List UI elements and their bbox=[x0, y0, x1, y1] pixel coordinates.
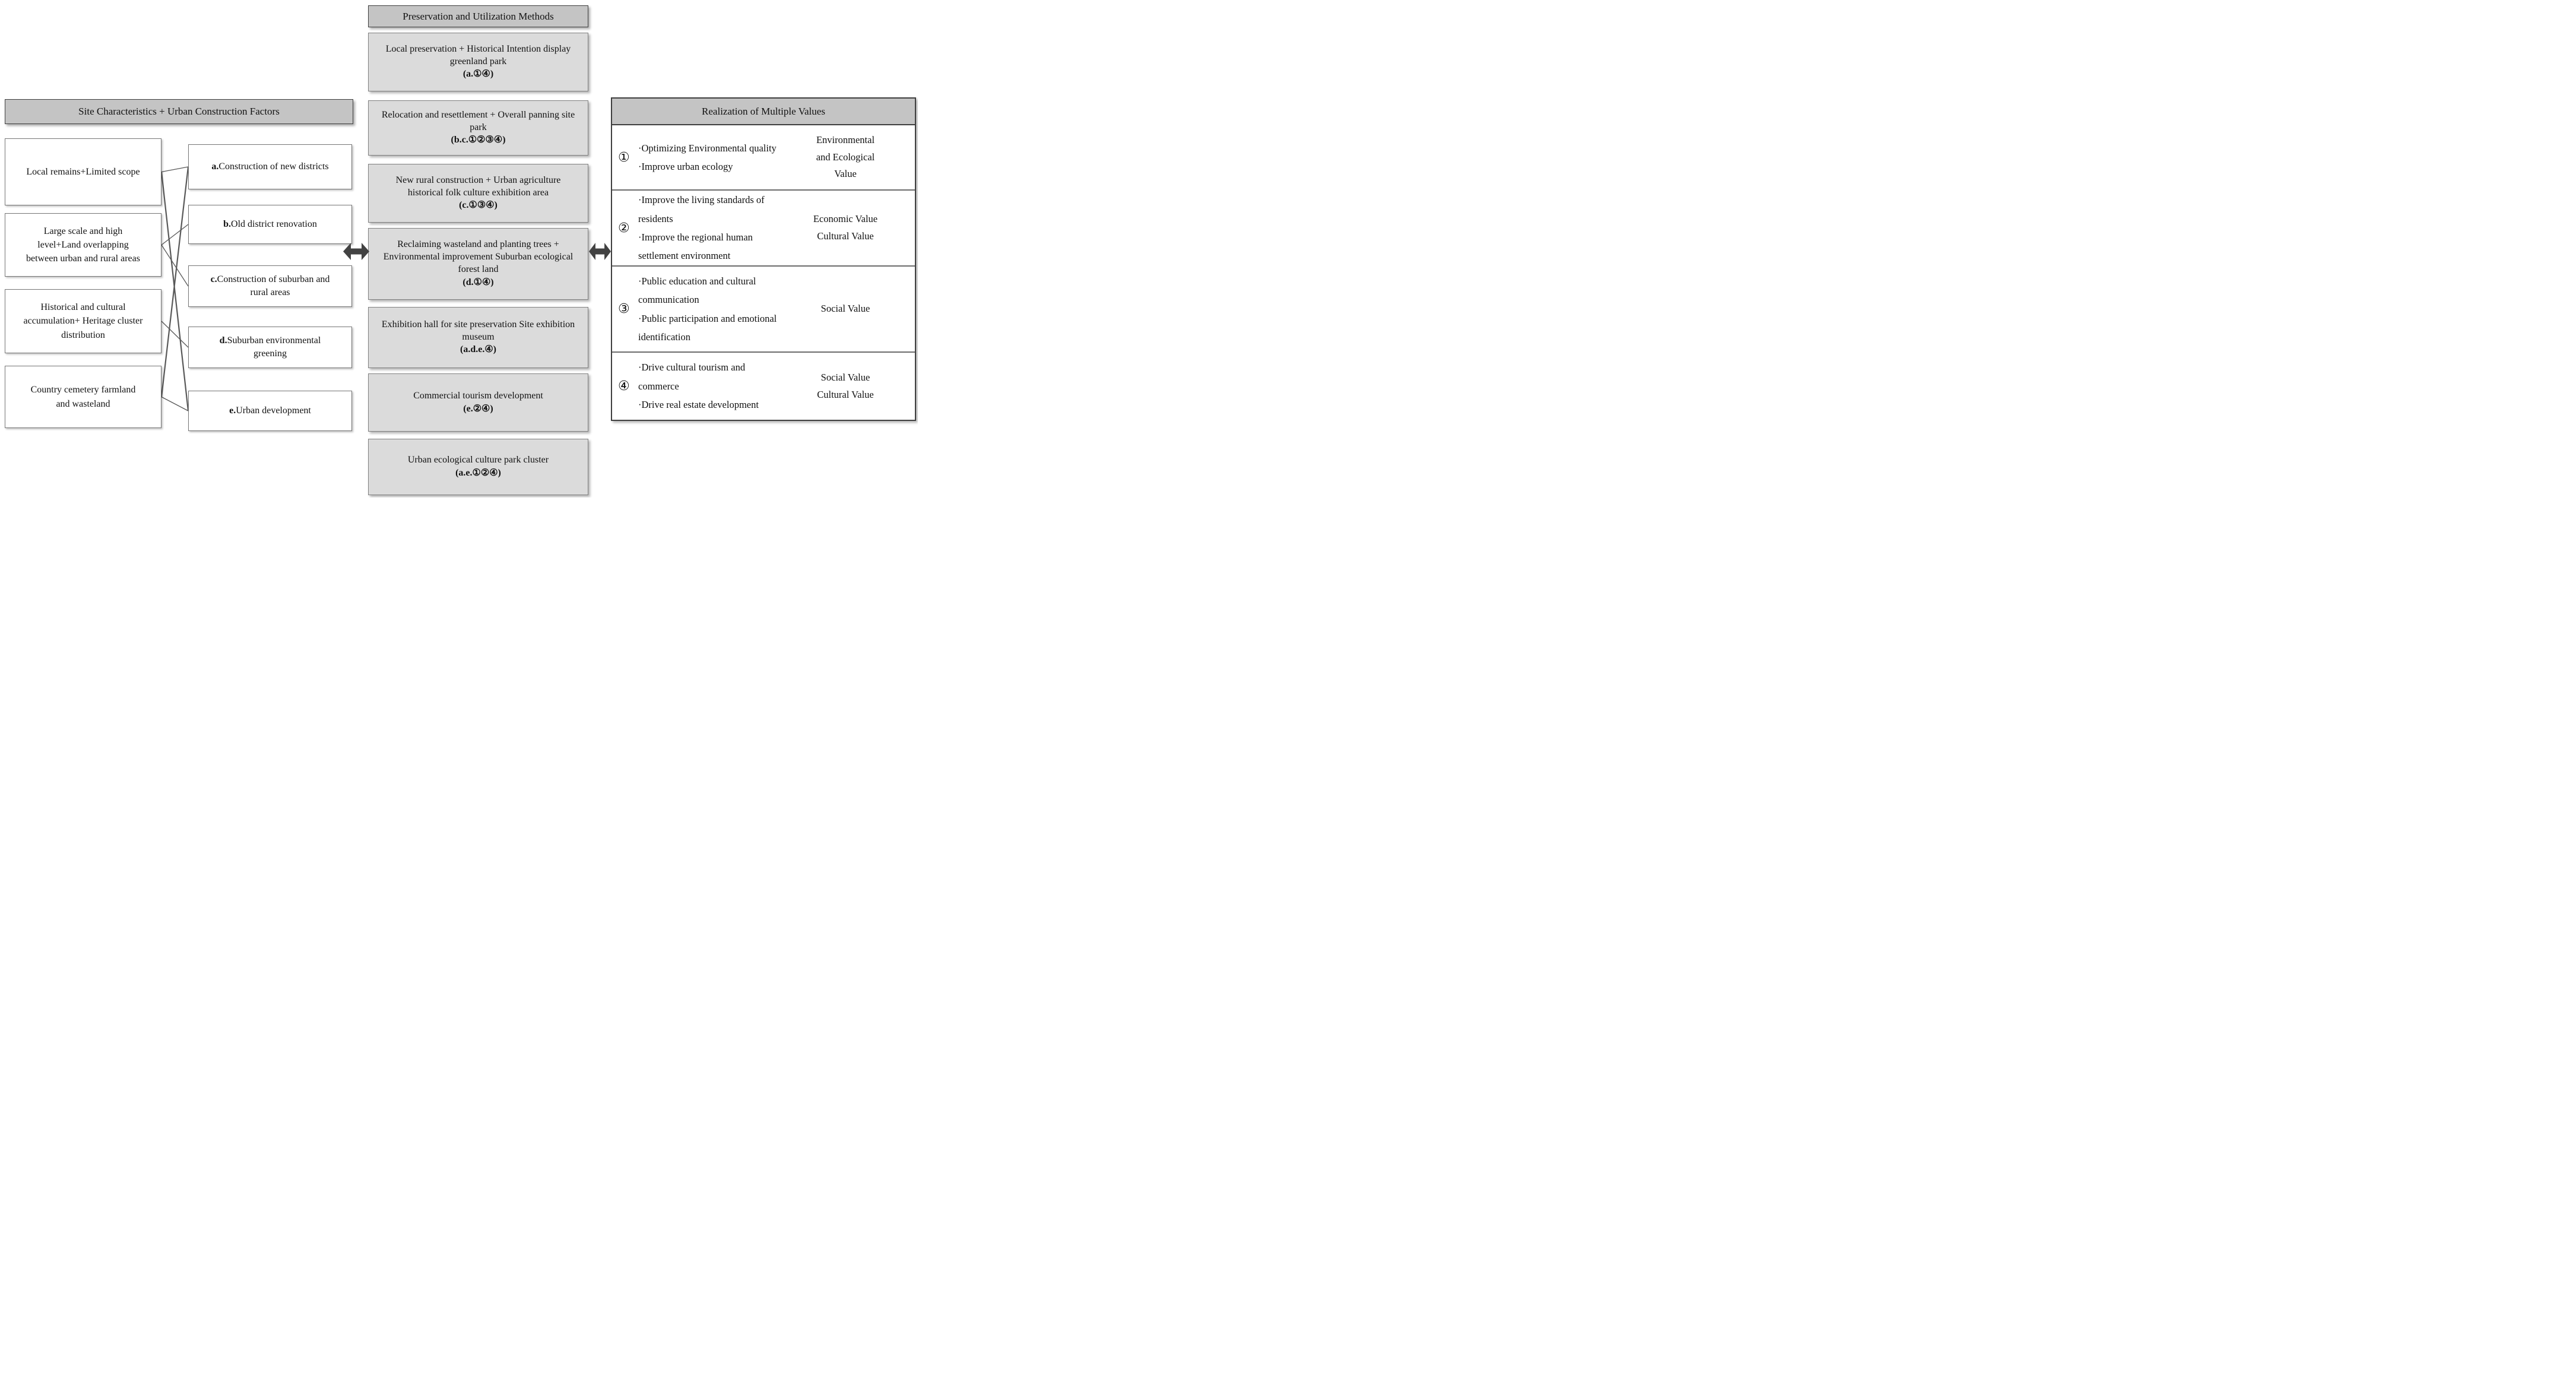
factor-box-c-label: c.Construction of suburban and rural are… bbox=[205, 273, 335, 300]
method-box-6: Commercial tourism development (e.②④) bbox=[368, 373, 588, 432]
value-row-4: ④ ·Drive cultural tourism and commerce ·… bbox=[612, 351, 915, 420]
right-panel: Realization of Multiple Values ① ·Optimi… bbox=[611, 97, 916, 421]
value-row-2-value: Economic Value Cultural Value bbox=[781, 211, 910, 245]
method-box-1-code: (a.①④) bbox=[462, 69, 494, 80]
site-box-4: Country cemetery farmland and wasteland bbox=[5, 366, 161, 428]
double-arrow-shape bbox=[343, 243, 369, 260]
factor-prefix: c. bbox=[210, 274, 217, 284]
factor-box-a-label: a.Construction of new districts bbox=[211, 160, 328, 173]
value-row-3-bullets: ·Public education and cultural communica… bbox=[638, 272, 781, 346]
factor-box-e-label: e.Urban development bbox=[229, 404, 311, 417]
connection-line bbox=[161, 224, 189, 246]
site-box-2: Large scale and high level+Land overlapp… bbox=[5, 213, 161, 277]
factor-prefix: e. bbox=[229, 405, 236, 416]
bullet-item: ·Improve urban ecology bbox=[638, 161, 733, 172]
value-row-3: ③ ·Public education and cultural communi… bbox=[612, 265, 915, 351]
factor-prefix: b. bbox=[223, 218, 232, 229]
method-box-1-text: Local preservation + Historical Intentio… bbox=[385, 43, 571, 66]
middle-panel-header: Preservation and Utilization Methods bbox=[368, 5, 588, 27]
factor-prefix: a. bbox=[211, 161, 219, 172]
site-box-1: Local remains+Limited scope bbox=[5, 138, 161, 205]
bullet-item: ·Improve the living standards of residen… bbox=[638, 194, 765, 224]
method-box-7-code: (a.e.①②④) bbox=[455, 468, 501, 478]
value-row-2-bullets: ·Improve the living standards of residen… bbox=[638, 191, 781, 265]
factor-box-b-label: b.Old district renovation bbox=[223, 218, 317, 231]
double-arrow-icon bbox=[589, 243, 611, 260]
value-row-1-value: Environmental and Ecological Value bbox=[781, 132, 910, 183]
factor-text: Construction of new districts bbox=[218, 161, 329, 172]
connection-line bbox=[161, 321, 189, 348]
value-label-line: Economic Value bbox=[813, 213, 878, 225]
method-box-2-text: Relocation and resettlement + Overall pa… bbox=[381, 109, 575, 132]
value-label-line: Value bbox=[834, 168, 857, 180]
double-arrow-shape bbox=[589, 243, 611, 260]
value-row-1-bullets: ·Optimizing Environmental quality ·Impro… bbox=[638, 139, 781, 176]
method-box-5-code: (a.d.e.④) bbox=[460, 344, 496, 355]
method-box-7-text: Urban ecological culture park cluster bbox=[407, 455, 549, 465]
factor-text: Suburban environmental greening bbox=[227, 335, 321, 359]
value-label-line: Social Value bbox=[820, 303, 870, 315]
factor-box-c: c.Construction of suburban and rural are… bbox=[188, 265, 352, 307]
factor-box-d: d.Suburban environmental greening bbox=[188, 327, 352, 368]
site-box-2-label: Large scale and high level+Land overlapp… bbox=[26, 226, 140, 264]
bullet-item: ·Drive cultural tourism and commerce bbox=[638, 362, 746, 392]
method-box-3: New rural construction + Urban agricultu… bbox=[368, 164, 588, 223]
factor-text: Construction of suburban and rural areas bbox=[217, 274, 330, 297]
value-row-3-value: Social Value bbox=[781, 300, 910, 318]
factor-prefix: d. bbox=[219, 335, 227, 346]
value-label-line: Social Value bbox=[820, 371, 870, 383]
double-arrow-icon bbox=[343, 243, 369, 260]
connection-line bbox=[161, 166, 189, 173]
value-label-line: Cultural Value bbox=[817, 230, 874, 242]
value-label-line: Cultural Value bbox=[817, 388, 874, 400]
factor-box-a: a.Construction of new districts bbox=[188, 144, 352, 189]
method-box-4-text: Reclaiming wasteland and planting trees … bbox=[383, 239, 573, 274]
connection-line bbox=[160, 166, 189, 397]
factor-text: Old district renovation bbox=[231, 218, 317, 229]
bullet-item: ·Drive real estate development bbox=[638, 399, 759, 411]
method-box-6-code: (e.②④) bbox=[463, 403, 493, 414]
method-box-4: Reclaiming wasteland and planting trees … bbox=[368, 228, 588, 300]
connection-line bbox=[161, 245, 189, 287]
value-label-line: and Ecological bbox=[816, 151, 875, 163]
connection-line bbox=[160, 172, 189, 411]
method-box-3-code: (c.①③④) bbox=[459, 200, 498, 211]
site-box-1-label: Local remains+Limited scope bbox=[26, 166, 140, 177]
connection-line bbox=[161, 396, 189, 411]
factor-box-b: b.Old district renovation bbox=[188, 205, 352, 244]
method-box-7: Urban ecological culture park cluster (a… bbox=[368, 439, 588, 495]
diagram-canvas: Site Characteristics + Urban Constructio… bbox=[0, 0, 918, 498]
method-box-2: Relocation and resettlement + Overall pa… bbox=[368, 100, 588, 156]
method-box-4-code: (d.①④) bbox=[462, 277, 494, 287]
site-box-4-label: Country cemetery farmland and wasteland bbox=[30, 385, 136, 409]
value-row-2: ② ·Improve the living standards of resid… bbox=[612, 189, 915, 265]
bullet-item: ·Public participation and emotional iden… bbox=[638, 312, 777, 343]
factor-box-e: e.Urban development bbox=[188, 391, 352, 431]
method-box-2-code: (b.c.①②③④) bbox=[451, 135, 506, 145]
method-box-6-text: Commercial tourism development bbox=[413, 390, 543, 401]
value-row-4-bullets: ·Drive cultural tourism and commerce ·Dr… bbox=[638, 358, 781, 414]
right-panel-header: Realization of Multiple Values bbox=[612, 99, 915, 125]
circled-number-4: ④ bbox=[618, 379, 630, 394]
value-label-line: Environmental bbox=[816, 134, 875, 145]
bullet-item: ·Improve the regional human settlement e… bbox=[638, 232, 753, 262]
method-box-3-text: New rural construction + Urban agricultu… bbox=[395, 175, 561, 198]
factor-text: Urban development bbox=[236, 405, 311, 416]
left-panel-header: Site Characteristics + Urban Constructio… bbox=[5, 99, 353, 124]
bullet-item: ·Optimizing Environmental quality bbox=[638, 142, 777, 154]
factor-box-d-label: d.Suburban environmental greening bbox=[205, 334, 335, 361]
value-row-1: ① ·Optimizing Environmental quality ·Imp… bbox=[612, 125, 915, 189]
site-box-3: Historical and cultural accumulation+ He… bbox=[5, 289, 161, 353]
circled-number-1: ① bbox=[618, 150, 630, 165]
method-box-1: Local preservation + Historical Intentio… bbox=[368, 33, 588, 91]
site-box-3-label: Historical and cultural accumulation+ He… bbox=[23, 302, 143, 340]
value-row-4-value: Social Value Cultural Value bbox=[781, 369, 910, 404]
circled-number-2: ② bbox=[618, 220, 630, 236]
bullet-item: ·Public education and cultural communica… bbox=[638, 275, 756, 306]
method-box-5-text: Exhibition hall for site preservation Si… bbox=[381, 319, 575, 342]
circled-number-3: ③ bbox=[618, 302, 630, 316]
method-box-5: Exhibition hall for site preservation Si… bbox=[368, 307, 588, 368]
